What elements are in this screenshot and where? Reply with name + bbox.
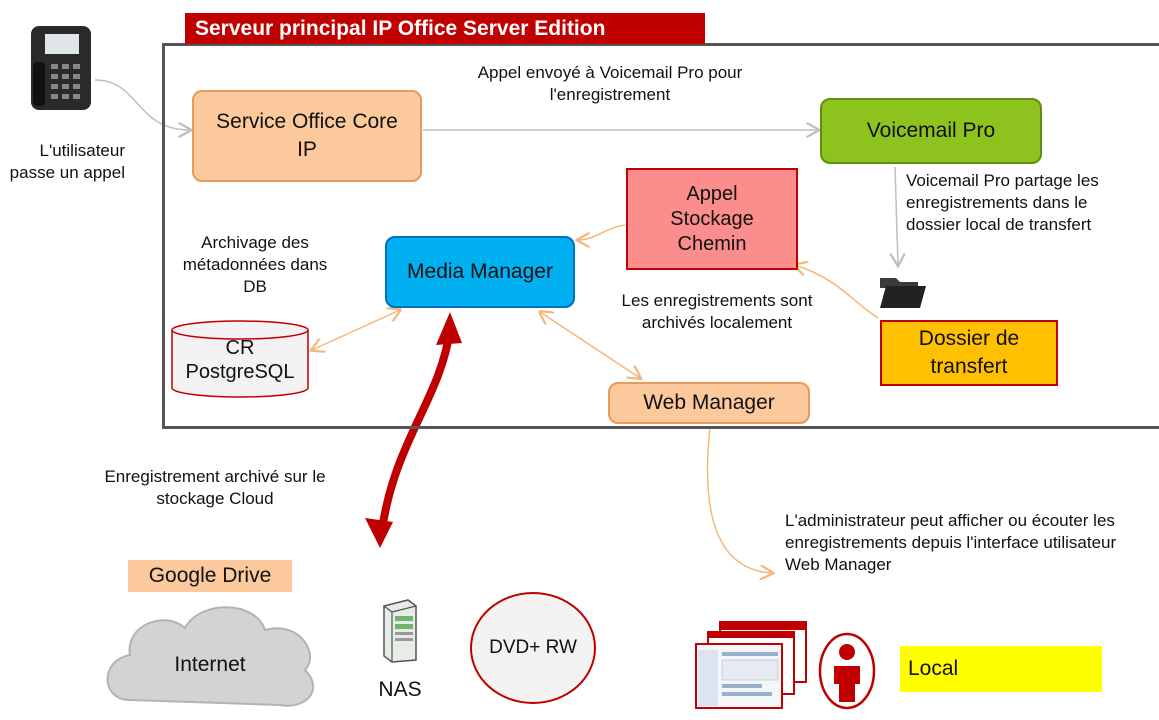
media-manager[interactable]: Media Manager bbox=[385, 236, 575, 308]
user-call-note: L'utilisateur passe un appel bbox=[9, 141, 125, 182]
metadata-note: Archivage des métadonnées dans DB bbox=[182, 233, 328, 296]
link-web-local bbox=[706, 427, 772, 573]
call-storage-path[interactable]: Appel Stockage Chemin bbox=[626, 168, 798, 270]
internet-label: Internet bbox=[174, 653, 246, 676]
local[interactable]: Local bbox=[900, 646, 1102, 692]
voicemail-pro[interactable]: Voicemail Pro bbox=[820, 98, 1042, 164]
database-shape bbox=[171, 320, 309, 398]
admin-user-icon bbox=[818, 632, 876, 710]
server-icon bbox=[383, 599, 417, 663]
cr-postgresql[interactable]: CR PostgreSQL bbox=[185, 337, 295, 383]
web-manager[interactable]: Web Manager bbox=[608, 382, 810, 424]
call-sent-note: Appel envoyé à Voicemail Pro pour l'enre… bbox=[477, 63, 743, 104]
browser-windows-icon bbox=[695, 621, 807, 709]
cloud-archive-note: Enregistrement archivé sur le stockage C… bbox=[104, 467, 326, 508]
admin-view-note: L'administrateur peut afficher ou écoute… bbox=[785, 511, 1117, 574]
folder-icon bbox=[880, 278, 926, 308]
server-title: Serveur principal IP Office Server Editi… bbox=[185, 13, 705, 44]
transfer-folder[interactable]: Dossier de transfert bbox=[880, 320, 1058, 386]
nas-label: NAS bbox=[378, 678, 422, 701]
cloud-arrow-head-bottom bbox=[365, 518, 393, 548]
core-ip-service[interactable]: Service Office Core IP bbox=[192, 90, 422, 182]
archived-locally-note: Les enregistrements sont archivés locale… bbox=[621, 291, 813, 332]
dvd-rw[interactable]: DVD+ RW bbox=[470, 592, 596, 704]
phone-icon bbox=[31, 26, 91, 110]
google-drive[interactable]: Google Drive bbox=[128, 560, 292, 592]
voicemail-shares-note: Voicemail Pro partage les enregistrement… bbox=[906, 171, 1099, 234]
server-frame bbox=[162, 43, 1159, 429]
